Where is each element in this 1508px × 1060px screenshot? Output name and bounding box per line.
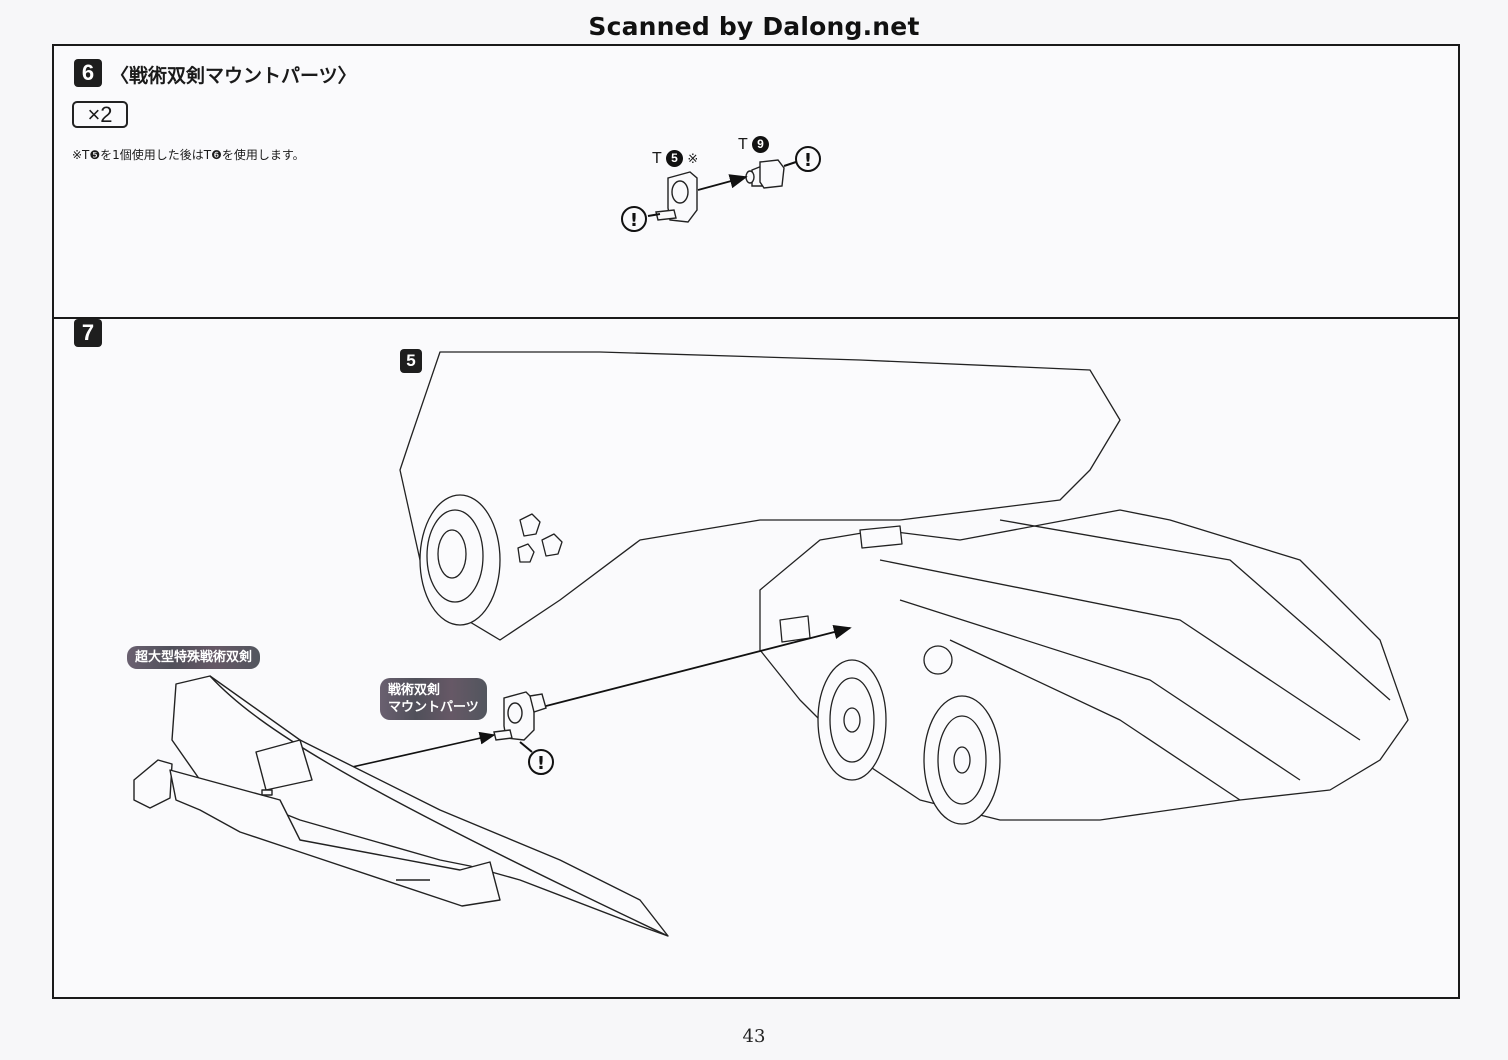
caution-icon: ! xyxy=(621,206,661,232)
part-label-t9: T 9 xyxy=(738,136,769,154)
svg-text:!: ! xyxy=(804,150,812,171)
step-divider xyxy=(52,317,1460,319)
part-number-badge: 9 xyxy=(751,136,769,154)
step-6-title: 〈戦術双剣マウントパーツ〉 xyxy=(110,65,357,87)
callout-mount-part: 戦術双剣 マウントパーツ xyxy=(380,678,487,720)
sword-illustration xyxy=(133,675,669,937)
runner-letter: T xyxy=(652,150,662,167)
mount-part xyxy=(493,691,547,741)
part-number-badge: 5 xyxy=(665,150,683,168)
sub-step-reference: 5 xyxy=(400,349,422,373)
assembly-arrow xyxy=(545,625,852,707)
assembly-arrow xyxy=(697,174,748,191)
quantity-badge: ×2 xyxy=(72,101,128,128)
vehicle-illustration xyxy=(399,351,1409,825)
svg-text:!: ! xyxy=(630,210,638,231)
page-number: 43 xyxy=(742,1026,766,1047)
svg-text:!: ! xyxy=(537,753,545,774)
step-6-number: 6 xyxy=(74,59,102,87)
step-7-number: 7 xyxy=(74,319,102,347)
mount-part-t5 xyxy=(655,171,698,223)
peg-part-t9 xyxy=(745,159,785,189)
runner-letter: T xyxy=(738,136,748,153)
asterisk-mark: ※ xyxy=(687,151,699,166)
callout-line-1: 戦術双剣 xyxy=(388,683,441,698)
caution-icon: ! xyxy=(783,146,821,172)
part-label-t5: T 5 ※ xyxy=(652,150,698,168)
callout-sword: 超大型特殊戦術双剣 xyxy=(127,646,261,669)
caution-icon: ! xyxy=(519,741,554,775)
step-6-note: ※T❺を1個使用した後はT❻を使用します。 xyxy=(72,148,305,162)
callout-line-2: マウントパーツ xyxy=(388,700,479,715)
watermark: Scanned by Dalong.net xyxy=(588,12,920,41)
